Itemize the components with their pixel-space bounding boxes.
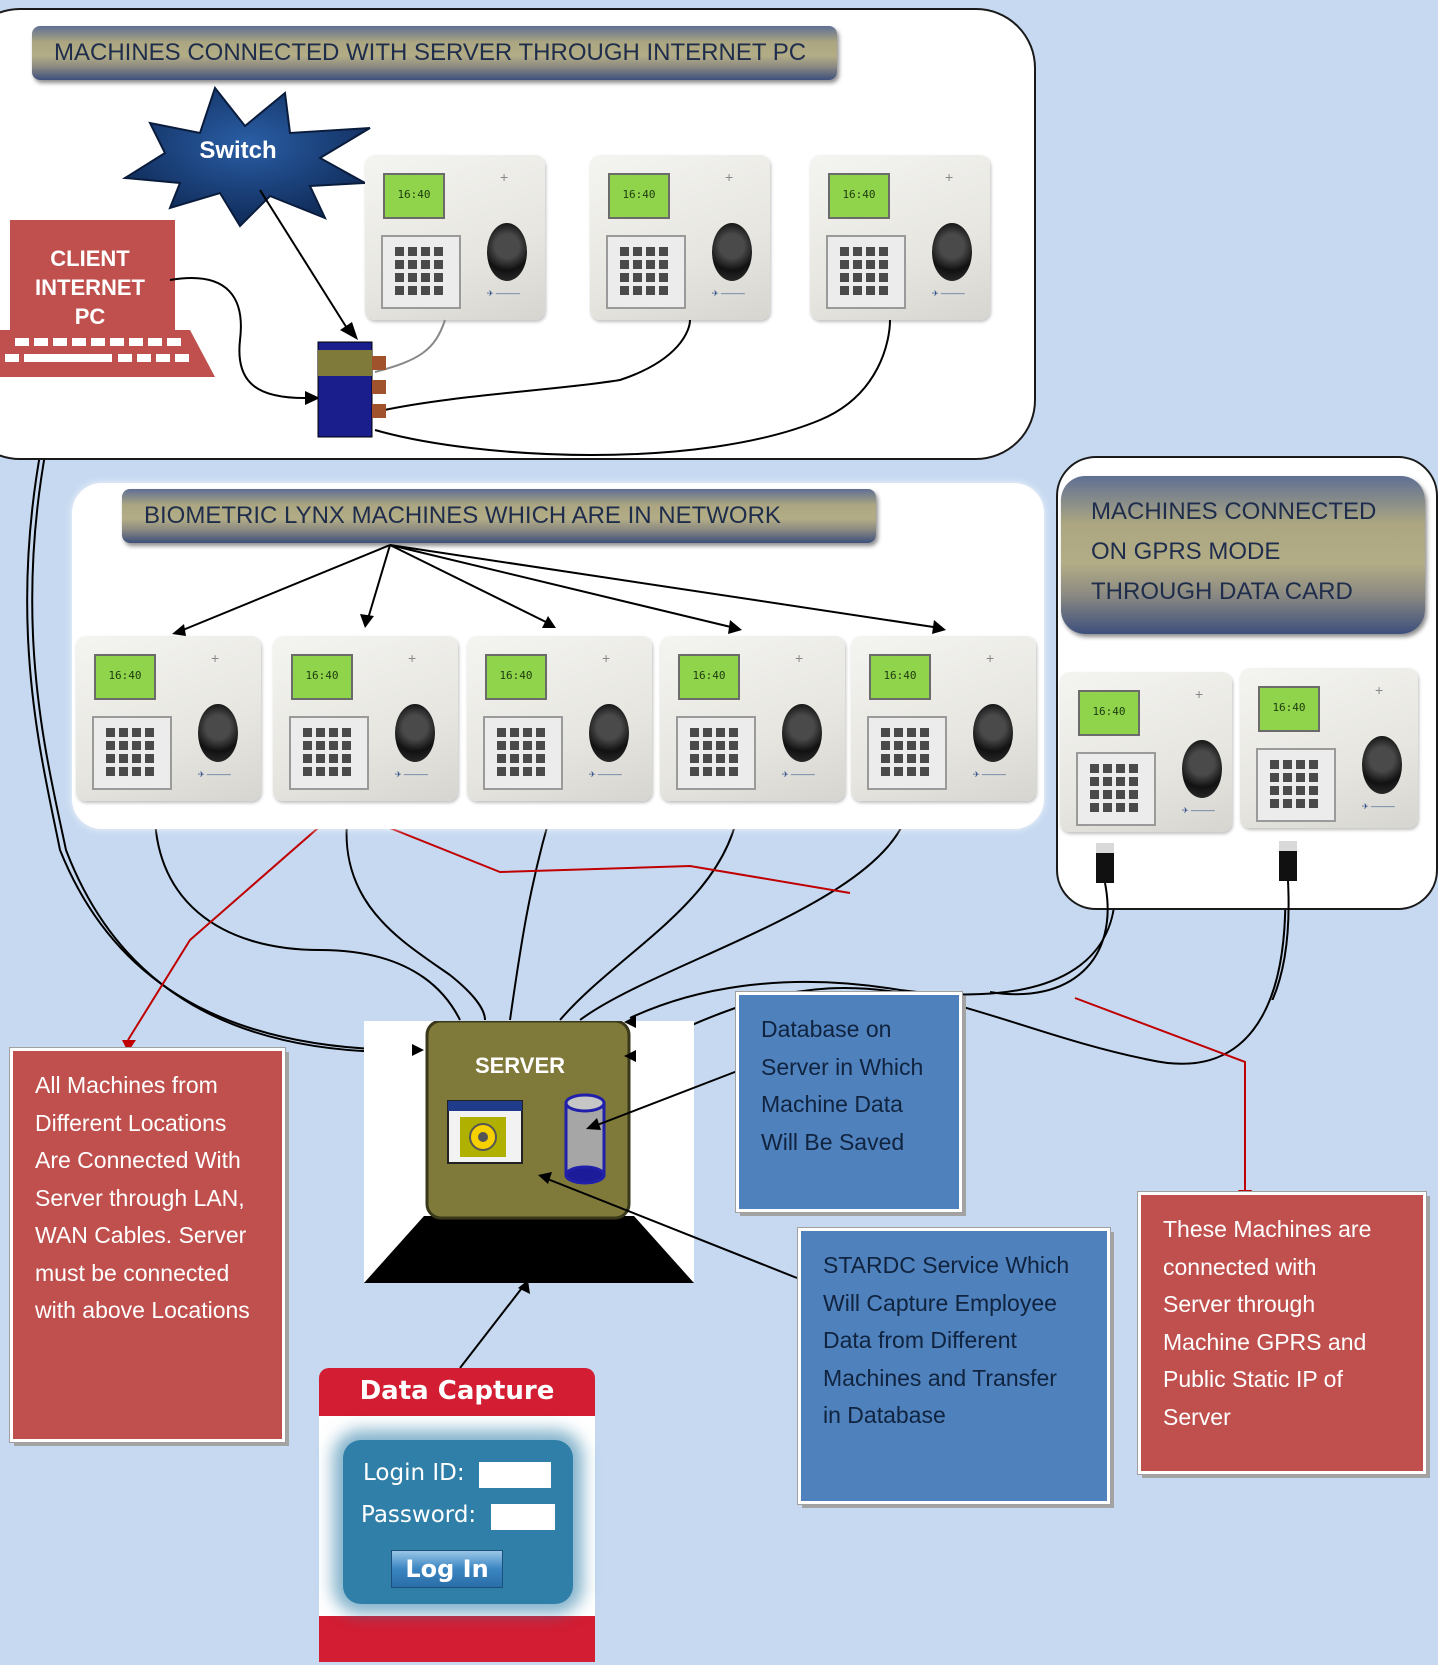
client-pc-line3: PC xyxy=(74,304,106,329)
fingerprint-scanner-icon xyxy=(395,704,435,762)
note-line: in Database xyxy=(823,1402,946,1428)
gprs-title-line2: ON GPRS MODE xyxy=(1091,538,1281,565)
note-line: All Machines from xyxy=(35,1072,218,1098)
note-line: Database on xyxy=(761,1016,892,1042)
login-id-label: Login ID: xyxy=(363,1460,465,1486)
gprs-panel-title: MACHINES CONNECTED ON GPRS MODE THROUGH … xyxy=(1061,476,1425,634)
password-label: Password: xyxy=(361,1502,477,1528)
login-title: Data Capture xyxy=(359,1376,555,1406)
machine-display: 16:40 xyxy=(608,173,670,219)
login-button[interactable]: Log In xyxy=(391,1550,503,1588)
note-line: connected with xyxy=(1163,1253,1317,1280)
switch-icon: Switch xyxy=(121,85,371,228)
fingerprint-scanner-icon xyxy=(932,223,972,281)
gprs-title-line3: THROUGH DATA CARD xyxy=(1091,578,1353,605)
note-line: Server xyxy=(1163,1403,1231,1430)
machine-display: 16:40 xyxy=(678,654,740,700)
note-gprs: These Machines are connected with Server… xyxy=(1137,1191,1427,1475)
client-pc-line2: INTERNET xyxy=(35,275,145,300)
note-line: Machines and Transfer xyxy=(823,1364,1057,1391)
machine-display: 16:40 xyxy=(383,173,445,219)
machine-display: 16:40 xyxy=(869,654,931,700)
note-line: Public Static IP of xyxy=(1163,1366,1343,1392)
cable xyxy=(579,799,911,1021)
biometric-machine: 16:40+✈ ——— xyxy=(590,155,770,320)
note-line: Data from Different xyxy=(823,1327,1017,1353)
cable xyxy=(509,799,556,1021)
data-card-icon xyxy=(1096,843,1114,883)
note-line: Server through LAN, xyxy=(35,1184,245,1211)
note-line: Will Capture Employee xyxy=(823,1289,1057,1316)
biometric-machine: 16:40+✈ ——— xyxy=(1060,672,1232,832)
fingerprint-scanner-icon xyxy=(1182,740,1222,798)
login-widget: Data Capture Login ID: Password: Log In xyxy=(319,1368,595,1662)
password-field[interactable] xyxy=(491,1504,555,1530)
note-line: must be connected xyxy=(35,1259,230,1286)
login-id-field[interactable] xyxy=(479,1462,551,1488)
machine-display: 16:40 xyxy=(1258,686,1320,732)
machine-display: 16:40 xyxy=(94,654,156,700)
biometric-machine: 16:40+✈ ——— xyxy=(851,636,1036,801)
laptop-icon xyxy=(0,220,215,377)
cable xyxy=(31,384,413,1054)
fingerprint-scanner-icon xyxy=(198,704,238,762)
data-card-icon xyxy=(1279,841,1297,881)
machine-display: 16:40 xyxy=(485,654,547,700)
fingerprint-scanner-icon xyxy=(782,704,822,762)
login-form: Login ID: Password: Log In xyxy=(343,1440,573,1604)
fingerprint-scanner-icon xyxy=(589,704,629,762)
machine-display: 16:40 xyxy=(1078,690,1140,736)
database-icon xyxy=(564,1093,606,1185)
fingerprint-scanner-icon xyxy=(973,704,1013,762)
biometric-machine: 16:40+✈ ——— xyxy=(660,636,845,801)
server-label: SERVER xyxy=(475,1053,565,1078)
client-pc-label: CLIENT INTERNET PC xyxy=(20,244,160,331)
server-icon: SERVER xyxy=(364,1021,694,1283)
note-stardc-service: STARDC Service Which Will Capture Employ… xyxy=(797,1227,1111,1505)
top-panel-title: MACHINES CONNECTED WITH SERVER THROUGH I… xyxy=(32,26,837,80)
network-arrows xyxy=(172,544,946,636)
note-line: Are Connected With xyxy=(35,1147,241,1173)
gprs-cables xyxy=(989,880,1290,1000)
login-body: Login ID: Password: Log In xyxy=(319,1416,595,1616)
cable xyxy=(629,879,1287,1065)
note-line: Server through xyxy=(1163,1291,1316,1317)
biometric-machine: 16:40+✈ ——— xyxy=(273,636,458,801)
network-panel-title: BIOMETRIC LYNX MACHINES WHICH ARE IN NET… xyxy=(122,489,876,543)
note-line: Machine Data xyxy=(761,1091,903,1117)
note-line: These Machines are xyxy=(1163,1216,1372,1242)
machine-display: 16:40 xyxy=(828,173,890,219)
note-line: Will Be Saved xyxy=(761,1128,905,1155)
note-database: Database on Server in Which Machine Data… xyxy=(735,991,963,1213)
cable xyxy=(559,799,741,1021)
machine-display: 16:40 xyxy=(291,654,353,700)
note-line: WAN Cables. Server xyxy=(35,1222,247,1248)
note-line: Server in Which xyxy=(761,1053,924,1080)
note-lan-wan: All Machines from Different Locations Ar… xyxy=(9,1047,286,1443)
note-line: Different Locations xyxy=(35,1109,227,1136)
biometric-machine: 16:40+✈ ——— xyxy=(810,155,990,320)
cable xyxy=(629,879,1117,1019)
note-line: Machine GPRS and xyxy=(1163,1328,1367,1355)
fingerprint-scanner-icon xyxy=(712,223,752,281)
cable xyxy=(345,799,486,1021)
biometric-machine: 16:40+✈ ——— xyxy=(467,636,652,801)
note-line: with above Locations xyxy=(35,1297,250,1323)
service-window-icon xyxy=(447,1100,523,1164)
cable xyxy=(26,384,411,1051)
biometric-machine: 16:40+✈ ——— xyxy=(365,155,545,320)
gprs-title-line1: MACHINES CONNECTED xyxy=(1091,498,1377,525)
cable xyxy=(153,799,461,1021)
biometric-machine: 16:40+✈ ——— xyxy=(1240,668,1418,828)
biometric-machine: 16:40+✈ ——— xyxy=(76,636,261,801)
switch-label: Switch xyxy=(199,137,276,164)
fingerprint-scanner-icon xyxy=(1362,736,1402,794)
note-line: STARDC Service Which xyxy=(823,1252,1070,1278)
client-pc-line1: CLIENT xyxy=(50,246,130,271)
top-panel-wiring xyxy=(169,189,891,456)
fingerprint-scanner-icon xyxy=(487,223,527,281)
